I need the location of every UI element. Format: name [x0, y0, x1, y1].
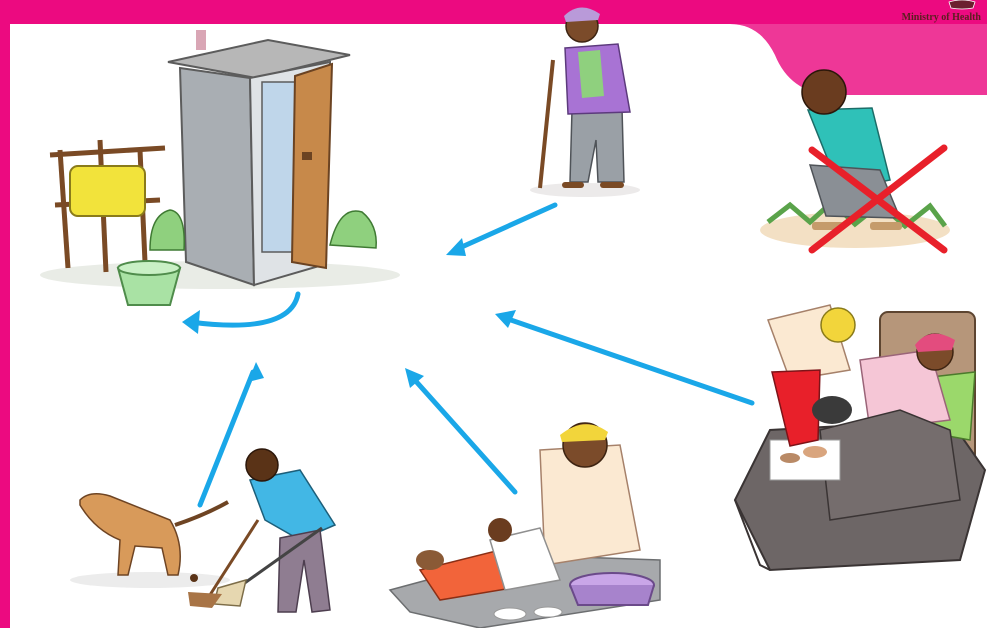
latrine-wall: [180, 68, 254, 285]
jerrycan: [70, 166, 145, 216]
ministry-label: Ministry of Health: [902, 12, 981, 23]
coat-of-arms-icon: [947, 0, 977, 10]
latrine-door: [292, 64, 332, 268]
